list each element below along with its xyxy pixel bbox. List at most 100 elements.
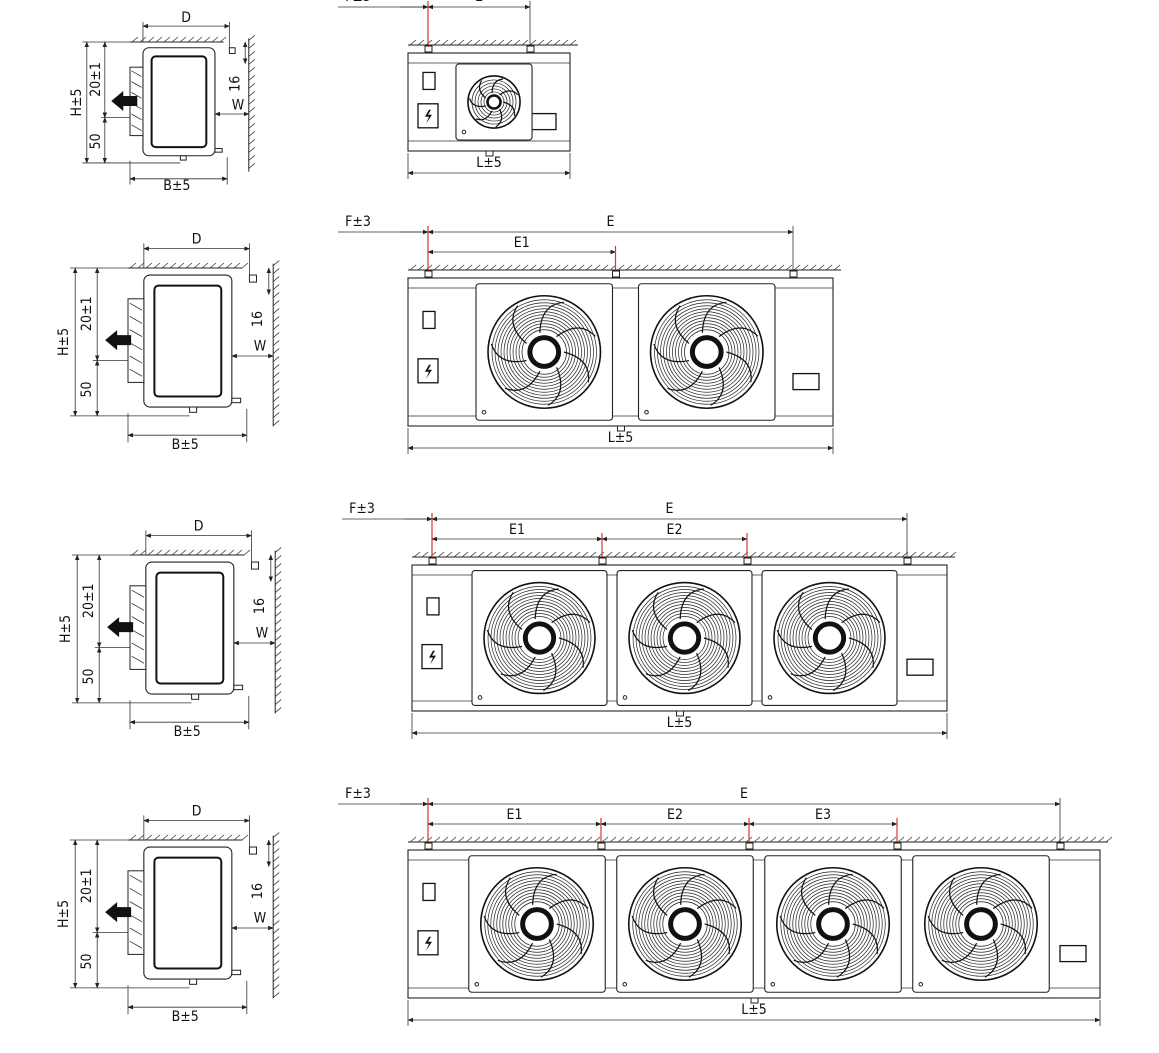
four-fan-label-W: W: [254, 911, 267, 927]
three-fan-drain-pipe: [233, 684, 244, 691]
one-fan-label-F: F±3: [345, 0, 371, 5]
three-fan-label-D: D: [194, 518, 204, 534]
four-fan-drain-pipe: [231, 969, 242, 976]
three-fan-indicator-icon: [426, 597, 440, 616]
three-fan-label-W: W: [256, 626, 269, 642]
four-fan-label-E1: E1: [507, 807, 523, 823]
two-fan-drain-outlet: [189, 406, 198, 413]
one-fan-side-panel: [150, 55, 208, 149]
three-fan-label-B: B±5: [174, 724, 201, 740]
two-fan-label-50: 50: [79, 381, 95, 397]
three-fan-drain: [676, 710, 684, 717]
three-fan-fan-2: [616, 569, 753, 707]
three-fan-label-E1: E1: [509, 522, 525, 538]
four-fan-label-B: B±5: [172, 1009, 199, 1025]
four-fan-fan-1: [468, 855, 606, 993]
one-fan-drain-outlet: [179, 155, 187, 161]
one-fan-label-20: 20±1: [88, 62, 104, 97]
three-fan-airflow-arrow: [107, 617, 134, 638]
two-fan-label-F: F±3: [345, 214, 371, 230]
four-fan-side-panel: [153, 856, 223, 970]
four-fan-airflow-arrow: [105, 902, 132, 923]
one-fan-drain-pipe: [214, 148, 223, 153]
one-fan-label-16: 16: [227, 76, 243, 92]
two-fan-label-H: H±5: [56, 328, 72, 356]
two-fan-label-20: 20±1: [79, 296, 95, 331]
four-fan-front-ceiling: [408, 836, 1113, 843]
one-fan-front-view: F±3 E L±5: [338, 0, 578, 179]
four-fan-hanger-3: [745, 842, 754, 850]
two-fan-fan-1: [475, 283, 614, 421]
one-fan-label-L: L±5: [476, 155, 502, 171]
four-fan-label-E: E: [740, 786, 748, 802]
four-fan-nameplate: [1059, 944, 1087, 963]
four-fan-drain: [750, 997, 759, 1004]
four-fan-label-E2: E2: [667, 807, 683, 823]
four-fan-hanger-1: [424, 842, 433, 850]
four-fan-side-wall: [272, 832, 280, 999]
one-fan-drain: [485, 150, 494, 157]
two-fan-hanger-1: [424, 270, 433, 278]
four-fan-fan-3: [764, 855, 902, 993]
two-fan-side-ceiling: [128, 262, 249, 269]
two-fan-lightning-icon: [425, 364, 432, 379]
three-fan-front-ceiling: [412, 551, 957, 558]
three-fan-side-panel: [155, 571, 225, 685]
one-fan-label-D: D: [181, 10, 191, 26]
one-fan-hanger-1: [424, 45, 433, 53]
one-fan-label-E: E: [475, 0, 483, 5]
four-fan-fan-2: [616, 855, 754, 993]
three-fan-label-E2: E2: [667, 522, 683, 538]
three-fan-hanger: [250, 561, 259, 570]
three-fan-drain-outlet: [191, 693, 200, 700]
one-fan-label-H: H±5: [69, 88, 85, 116]
four-fan-indicator-icon: [422, 882, 436, 902]
two-fan-front-ceiling: [408, 264, 841, 271]
one-fan-lightning-icon: [425, 109, 432, 124]
one-fan-label-50: 50: [88, 133, 104, 149]
four-fan-label-L: L±5: [741, 1002, 767, 1018]
two-fan-label-B: B±5: [172, 437, 199, 453]
two-fan-label-D: D: [192, 231, 202, 247]
one-fan-hanger-2: [526, 45, 535, 53]
two-fan-drain: [617, 425, 625, 432]
two-fan-hanger: [248, 274, 257, 283]
four-fan-label-H: H±5: [56, 900, 72, 928]
two-fan-label-E: E: [607, 214, 615, 230]
two-fan-side-view: D B±5 H±5 20±1 50 16W: [56, 231, 280, 453]
three-fan-side-wall: [274, 547, 282, 714]
three-fan-hanger-1: [428, 557, 437, 565]
four-fan-label-20: 20±1: [79, 868, 95, 903]
two-fan-label-L: L±5: [608, 430, 634, 446]
four-fan-label-E3: E3: [815, 807, 831, 823]
four-fan-label-16: 16: [250, 883, 266, 899]
two-fan-hanger-2: [612, 270, 620, 278]
four-fan-lightning-icon: [425, 936, 432, 951]
one-fan-front-ceiling: [408, 39, 578, 46]
two-fan-label-W: W: [254, 339, 267, 355]
two-fan-label-16: 16: [250, 311, 266, 327]
two-fan-label-E1: E1: [514, 235, 530, 251]
three-fan-hanger-4: [903, 557, 912, 565]
four-fan-hanger-4: [893, 842, 902, 850]
three-fan-nameplate: [906, 658, 934, 676]
four-fan-hanger-5: [1056, 842, 1065, 850]
three-fan-label-20: 20±1: [81, 583, 97, 618]
four-fan-hanger-2: [597, 842, 606, 850]
three-fan-label-50: 50: [81, 668, 97, 684]
two-fan-fan-2: [637, 283, 776, 421]
two-fan-side-wall: [272, 260, 280, 427]
three-fan-lightning-icon: [429, 650, 436, 665]
four-fan-hanger: [248, 846, 257, 855]
three-fan-hanger-2: [598, 557, 607, 565]
one-fan-side-ceiling: [130, 36, 227, 43]
three-fan-side-ceiling: [130, 549, 251, 556]
